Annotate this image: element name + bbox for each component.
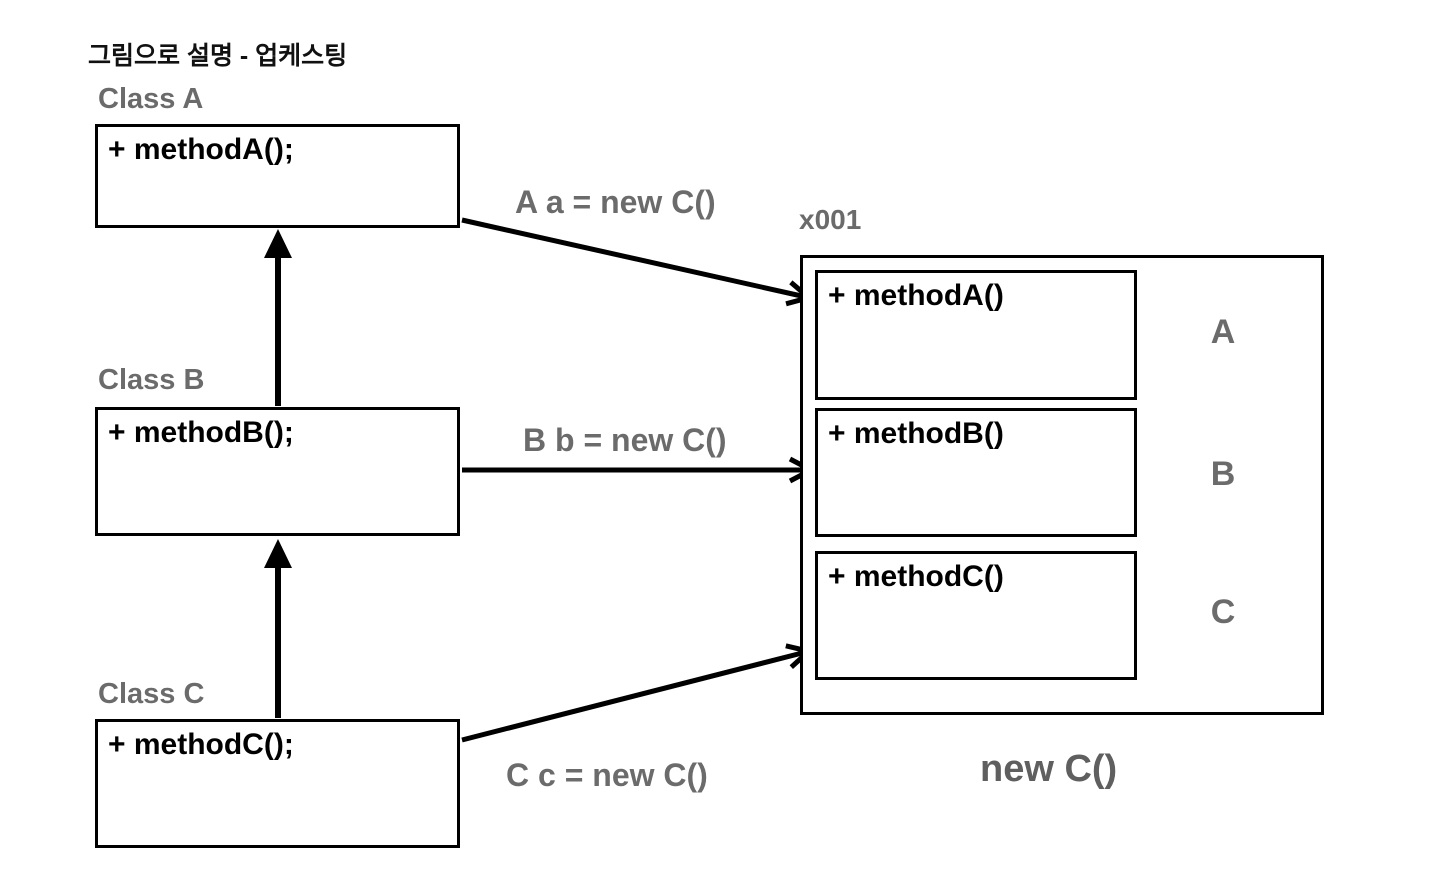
object-slot-c: + methodC()	[815, 551, 1137, 680]
origin-letter-a: A	[1210, 313, 1236, 351]
assignment-label-c: C c = new C()	[506, 757, 708, 793]
class-b-member: + methodB();	[108, 416, 294, 449]
object-slot-a-member: + methodA()	[828, 279, 1004, 312]
class-c-member: + methodC();	[108, 728, 294, 761]
object-box: + methodA() A + methodB() B + methodC() …	[800, 255, 1324, 715]
inheritance-arrow-c-to-b	[264, 539, 292, 718]
assignment-arrow-a	[461, 217, 806, 297]
object-slot-b: + methodB()	[815, 408, 1137, 537]
object-slot-b-member: + methodB()	[828, 417, 1004, 450]
assignment-label-a: A a = new C()	[515, 184, 716, 220]
assignment-arrow-c	[461, 652, 806, 743]
object-slot-a: + methodA()	[815, 270, 1137, 400]
origin-letter-c: C	[1210, 593, 1236, 631]
origin-letter-b: B	[1210, 455, 1236, 493]
class-a-label: Class A	[98, 83, 204, 115]
class-a-member: + methodA();	[108, 133, 294, 166]
class-c-box: + methodC();	[95, 719, 460, 848]
assignment-label-b: B b = new C()	[523, 422, 727, 458]
class-a-box: + methodA();	[95, 124, 460, 228]
object-address-label: x001	[799, 204, 862, 235]
class-b-box: + methodB();	[95, 407, 460, 536]
slide-title: 그림으로 설명 - 업케스팅	[88, 42, 348, 70]
class-b-label: Class B	[98, 364, 205, 396]
inheritance-arrow-b-to-a	[264, 229, 292, 406]
object-slot-c-member: + methodC()	[828, 560, 1004, 593]
object-caption: new C()	[980, 748, 1118, 790]
class-c-label: Class C	[98, 678, 205, 710]
